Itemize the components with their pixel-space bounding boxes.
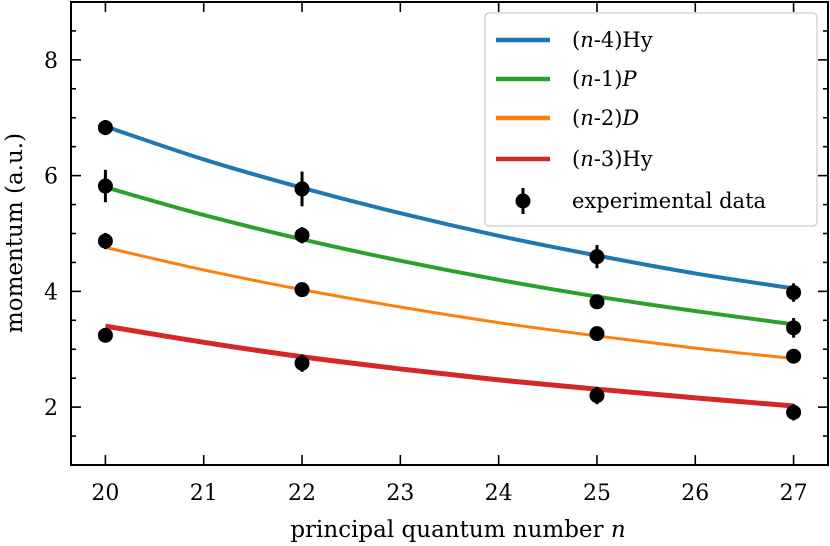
data-point-14 <box>786 320 802 336</box>
y-tick-label: 8 <box>44 49 58 74</box>
data-point-8 <box>294 355 310 371</box>
legend: (n-4)Hy (n-1)P (n-2)D (n-3)Hy experimental d… <box>484 12 818 227</box>
y-tick-label: 6 <box>44 165 58 190</box>
data-point-2 <box>97 178 113 194</box>
legend-label-1: (n-4)Hy <box>572 28 653 52</box>
x-tick-label: 22 <box>288 481 316 506</box>
x-tick-label: 21 <box>190 481 218 506</box>
series-line-2 <box>104 185 794 327</box>
legend-marker <box>515 193 531 209</box>
data-point-7 <box>294 282 310 298</box>
data-point-5 <box>294 181 310 197</box>
series-line-4 <box>105 323 794 409</box>
x-axis-label: principal quantum number n <box>290 517 625 543</box>
data-point-9 <box>589 249 605 265</box>
data-point-10 <box>589 294 605 310</box>
data-point-11 <box>589 326 605 342</box>
x-tick-label: 20 <box>91 481 119 506</box>
legend-label-4: (n-3)Hy <box>572 147 653 171</box>
plot-lines <box>104 124 794 409</box>
y-axis-label: momentum (a.u.) <box>2 133 28 333</box>
data-point-15 <box>786 348 802 364</box>
data-point-12 <box>589 388 605 404</box>
legend-label-2: (n-1)P <box>572 67 637 91</box>
data-point-4 <box>97 327 113 343</box>
y-tick-label: 4 <box>44 280 58 305</box>
x-tick-label: 27 <box>780 481 808 506</box>
data-point-6 <box>294 227 310 243</box>
x-tick-label: 24 <box>485 481 513 506</box>
data-point-16 <box>786 404 802 420</box>
legend-box <box>484 12 818 227</box>
axis-ticks <box>71 2 828 465</box>
series-line-1 <box>104 124 794 291</box>
x-tick-label: 23 <box>386 481 414 506</box>
series-line-3 <box>105 245 794 361</box>
x-tick-label: 26 <box>681 481 709 506</box>
legend-label-3: (n-2)D <box>572 106 639 130</box>
plot-points <box>97 120 802 421</box>
legend-label-experimental: experimental data <box>572 189 766 213</box>
y-tick-label: 2 <box>44 396 58 421</box>
x-tick-label: 25 <box>583 481 611 506</box>
data-point-13 <box>786 285 802 301</box>
data-point-3 <box>97 233 113 249</box>
data-point-1 <box>97 120 113 136</box>
